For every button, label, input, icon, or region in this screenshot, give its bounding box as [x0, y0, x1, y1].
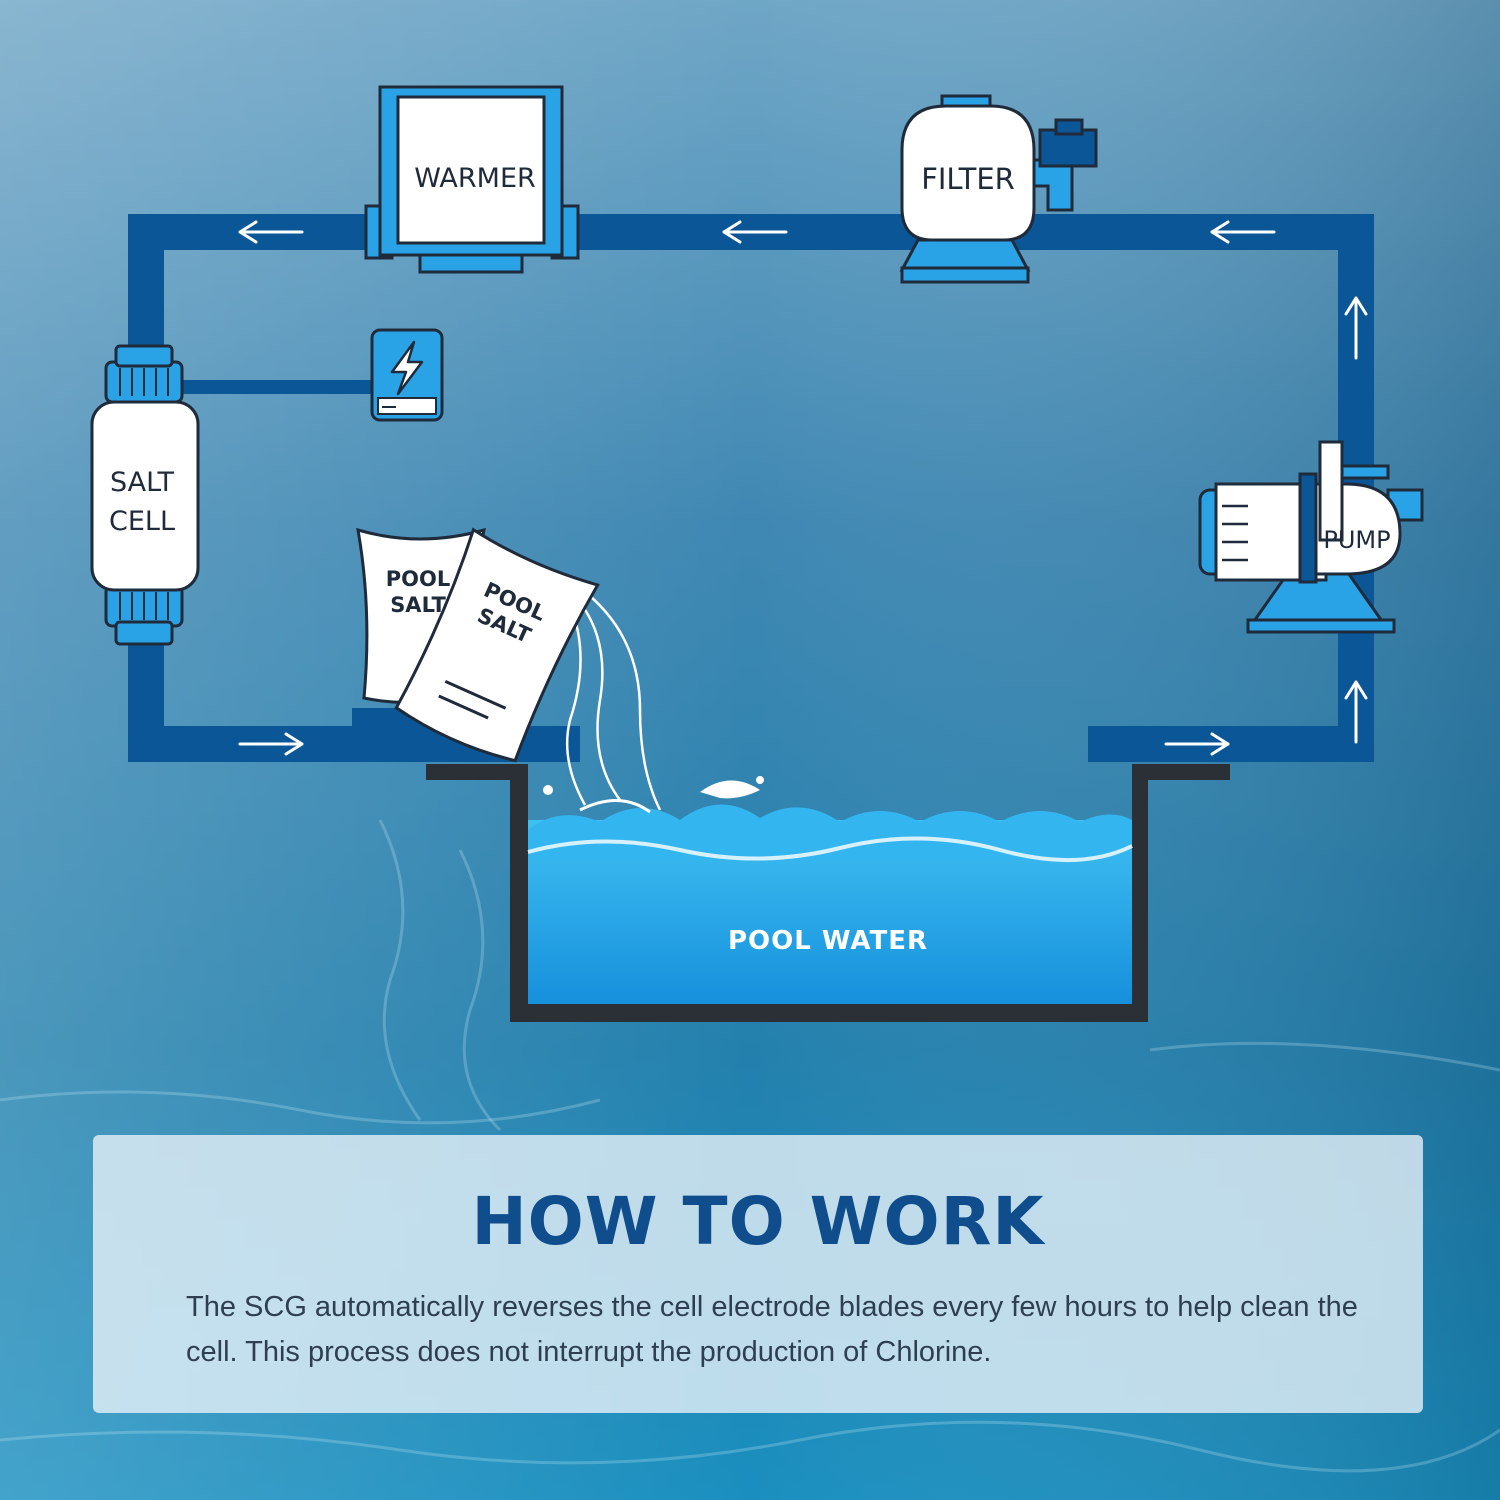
salt-stream: [565, 595, 662, 811]
info-title: HOW TO WORK: [471, 1183, 1045, 1260]
salt-cell-unit: [90, 344, 200, 646]
pool-water-label: POOL WATER: [728, 926, 928, 956]
arrow-right-icon: [238, 732, 304, 756]
arrow-right-icon: [1164, 732, 1230, 756]
warmer-unit: [364, 85, 580, 274]
arrow-left-icon: [1210, 220, 1276, 244]
salt-cell-label-line1: SALT: [110, 467, 174, 498]
water-ripples: [0, 819, 1500, 1473]
pump-label: PUMP: [1323, 526, 1390, 554]
pump-unit: [1198, 440, 1424, 634]
arrow-up-icon: [1344, 296, 1368, 360]
salt-cell-label-line2: CELL: [109, 506, 175, 537]
info-card: HOW TO WORK The SCG automatically revers…: [93, 1135, 1423, 1413]
lightning-bolt-icon: [390, 340, 424, 396]
arrow-up-icon: [1344, 680, 1368, 744]
filter-label: FILTER: [921, 162, 1015, 196]
pipe-bottom-right: [1088, 726, 1374, 762]
salt-bag-front: POOL SALT: [394, 527, 600, 763]
info-body: The SCG automatically reverses the cell …: [186, 1291, 1358, 1368]
arrow-left-icon: [722, 220, 788, 244]
svg-text:POOL: POOL: [386, 567, 450, 591]
warmer-label: WARMER: [414, 163, 536, 194]
pool-basin: [426, 764, 1230, 1022]
arrow-left-icon: [238, 220, 304, 244]
svg-text:SALT: SALT: [390, 593, 446, 617]
filter-unit: [899, 94, 1098, 284]
power-cable: [180, 380, 380, 394]
